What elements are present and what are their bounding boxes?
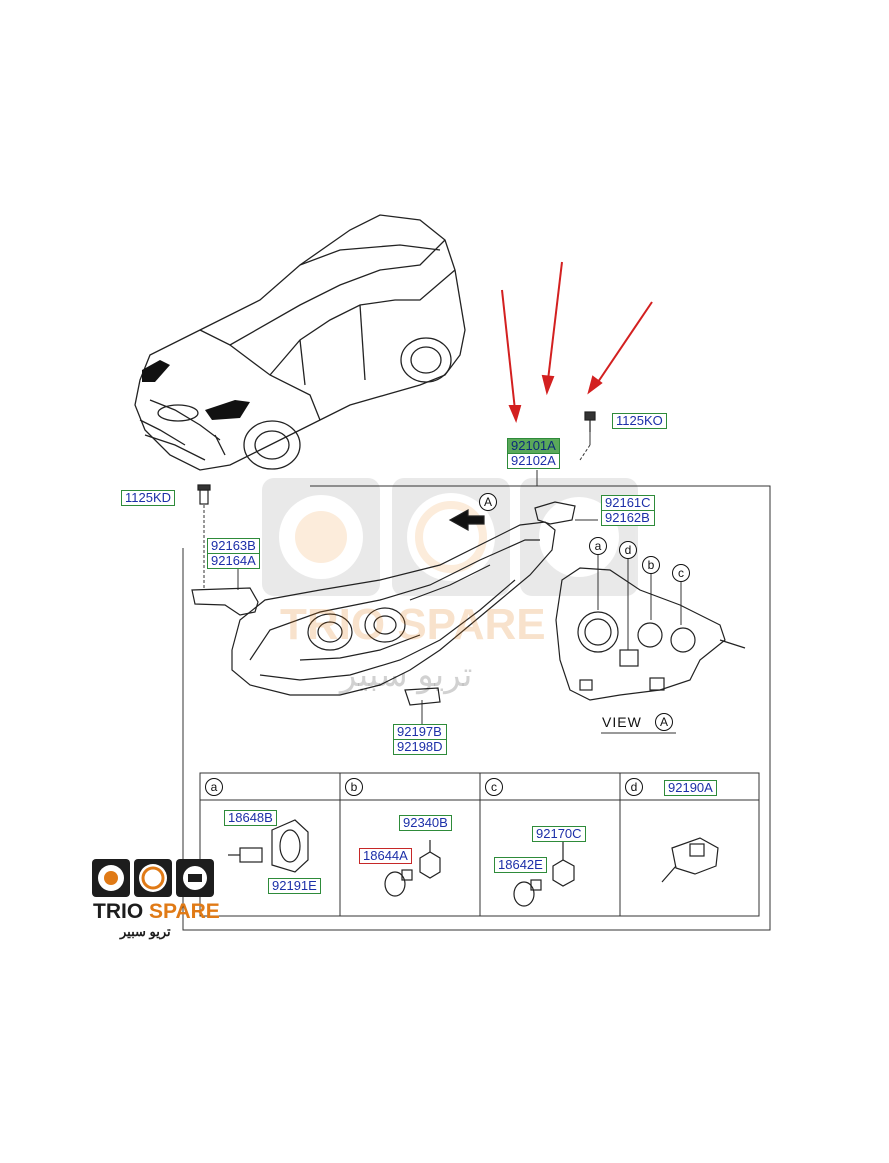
table-callout-d: d (625, 778, 643, 796)
label-92198d[interactable]: 92198D (394, 739, 446, 754)
label-92197b[interactable]: 92197B (397, 724, 442, 739)
label-group-92101a[interactable]: 92101A 92102A (507, 438, 560, 469)
label-92170c[interactable]: 92170C (532, 826, 586, 842)
table-callout-b: b (345, 778, 363, 796)
label-18648b[interactable]: 18648B (224, 810, 277, 826)
table-callout-c: c (485, 778, 503, 796)
label-18644a[interactable]: 18644A (359, 848, 412, 864)
callout-c-view: c (672, 564, 690, 582)
brand-logo-trio: TRIO (93, 900, 144, 923)
label-92162b[interactable]: 92162B (602, 510, 654, 525)
label-92102a[interactable]: 92102A (508, 453, 559, 468)
watermark-graphic (262, 478, 638, 596)
label-92161c[interactable]: 92161C (605, 495, 651, 510)
label-92101a[interactable]: 92101A (508, 439, 559, 453)
label-92191e[interactable]: 92191E (268, 878, 321, 894)
label-92163b[interactable]: 92163B (211, 538, 256, 553)
callout-A-view: A (655, 713, 673, 731)
view-label: VIEW (602, 714, 642, 730)
table-callout-a: a (205, 778, 223, 796)
label-group-92197b[interactable]: 92197B 92198D (393, 724, 447, 755)
red-arrow (501, 261, 653, 423)
callout-a-view: a (589, 537, 607, 555)
label-group-92163b[interactable]: 92163B 92164A (207, 538, 260, 569)
callout-b-view: b (642, 556, 660, 574)
brand-logo-spare: SPARE (149, 900, 220, 923)
label-1125ko[interactable]: 1125KO (612, 413, 667, 429)
label-group-92161c[interactable]: 92161C 92162B (601, 495, 655, 526)
callout-d-view: d (619, 541, 637, 559)
label-1125kd[interactable]: 1125KD (121, 490, 176, 506)
label-92190a[interactable]: 92190A (664, 780, 717, 796)
car-outline (134, 214, 466, 471)
brand-logo-arabic: تريو سبير (120, 924, 171, 939)
label-18642e[interactable]: 18642E (494, 857, 547, 873)
headlamp-assembly (231, 521, 556, 696)
brand-logo-text: TRIO SPARE (93, 900, 220, 924)
callout-A-top: A (479, 493, 497, 511)
label-92340b[interactable]: 92340B (399, 815, 452, 831)
label-92164a[interactable]: 92164A (208, 553, 259, 568)
